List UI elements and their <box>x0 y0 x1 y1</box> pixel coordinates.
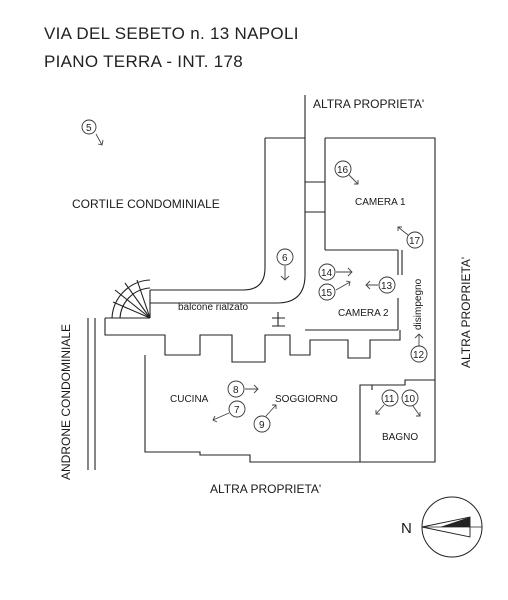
marker-8: 8 <box>227 380 259 398</box>
marker-5: 5 <box>81 119 104 146</box>
marker-12: 12 <box>410 333 428 363</box>
north-compass: N <box>401 496 483 558</box>
north-label: N <box>401 520 412 537</box>
marker-9: 9 <box>253 404 277 433</box>
svg-text:7: 7 <box>234 405 240 416</box>
svg-text:9: 9 <box>259 420 265 431</box>
svg-text:17: 17 <box>409 236 421 247</box>
svg-text:13: 13 <box>381 281 393 292</box>
label-soggiorno: SOGGIORNO <box>275 394 338 405</box>
svg-text:8: 8 <box>233 385 239 396</box>
marker-6: 6 <box>276 248 294 281</box>
marker-16: 16 <box>334 160 359 185</box>
label-bagno: BAGNO <box>382 432 418 443</box>
svg-text:12: 12 <box>413 350 425 361</box>
marker-10: 10 <box>401 389 421 417</box>
marker-13: 13 <box>365 276 396 294</box>
label-androne: ANDRONE CONDOMINIALE <box>59 324 73 480</box>
svg-text:14: 14 <box>321 268 333 279</box>
label-altra-top: ALTRA PROPRIETA' <box>313 97 424 111</box>
marker-14: 14 <box>318 263 353 281</box>
label-camera-2: CAMERA 2 <box>338 308 389 319</box>
svg-text:11: 11 <box>384 394 395 405</box>
svg-text:6: 6 <box>282 253 288 264</box>
header-address: VIA DEL SEBETO n. 13 NAPOLI <box>44 24 299 43</box>
marker-7: 7 <box>212 400 246 423</box>
label-cortile: CORTILE CONDOMINIALE <box>72 197 220 211</box>
header-floor: PIANO TERRA - INT. 178 <box>44 52 244 71</box>
svg-text:15: 15 <box>321 288 333 299</box>
plan-walls <box>87 95 436 470</box>
marker-17: 17 <box>397 226 424 249</box>
marker-15: 15 <box>318 280 351 301</box>
svg-text:5: 5 <box>86 123 92 134</box>
svg-text:16: 16 <box>337 165 349 176</box>
label-cucina: CUCINA <box>170 394 209 405</box>
label-altra-right: ALTRA PROPRIETA' <box>459 257 473 368</box>
label-camera-1: CAMERA 1 <box>355 197 406 208</box>
label-altra-bottom: ALTRA PROPRIETA' <box>210 482 321 496</box>
svg-text:10: 10 <box>404 394 416 405</box>
label-balcone: balcone rialzato <box>178 302 248 313</box>
marker-11: 11 <box>375 389 399 415</box>
label-disimpegno: disimpegno <box>413 278 424 330</box>
